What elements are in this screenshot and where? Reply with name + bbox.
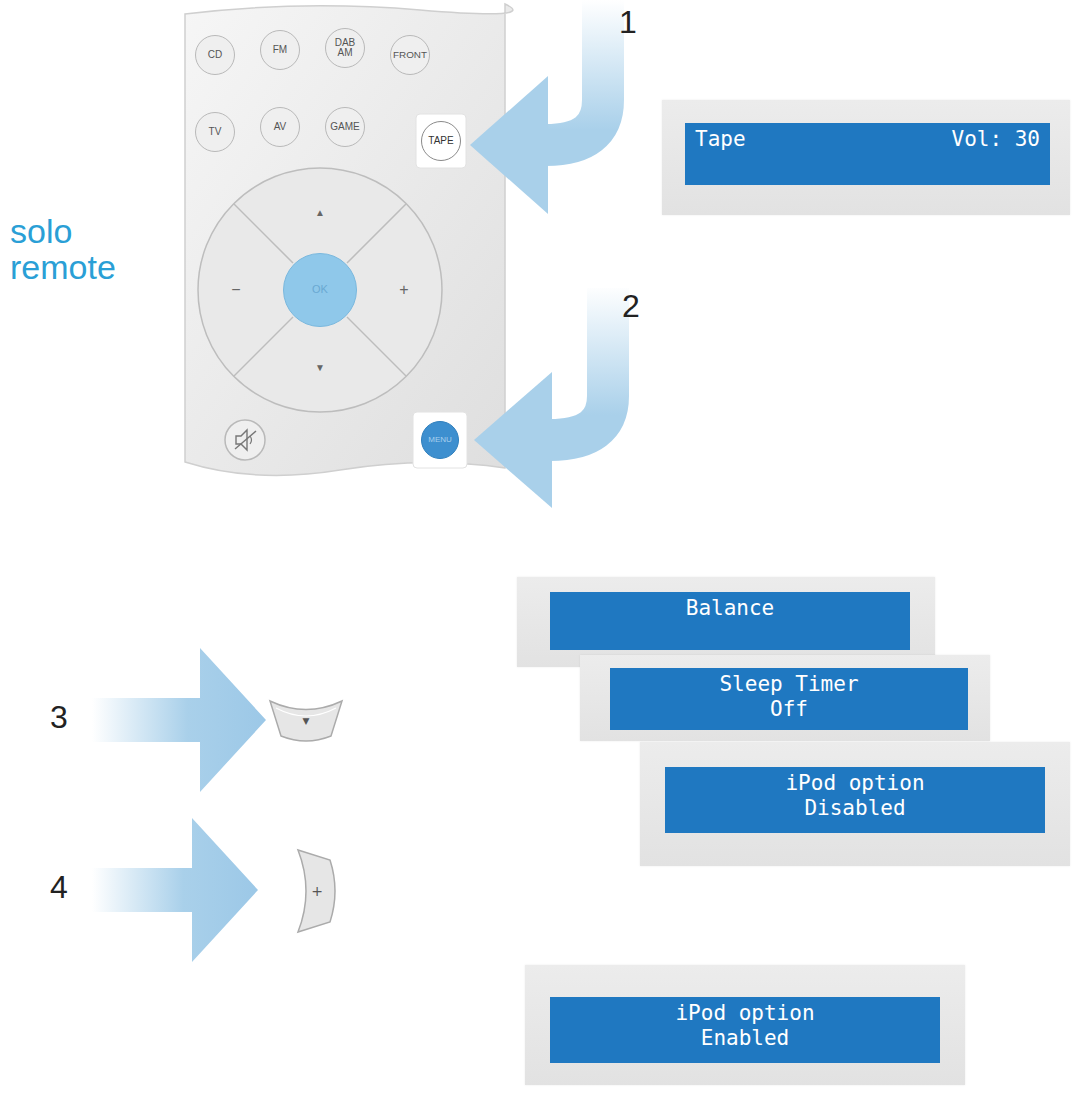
lcd-screen: iPod optionDisabled [665,767,1045,833]
lcd-screen: Tape Vol: 30 [685,123,1050,185]
key-shape [298,850,335,932]
button-label: AV [274,122,287,133]
display-text: Off [620,697,958,722]
source-button: GAME [325,107,365,147]
display-text: Disabled [675,796,1035,821]
product-name: solo remote [10,214,160,285]
button-label: CD [208,50,222,61]
callout-number: 1 [619,6,637,38]
lcd-screen: iPod optionEnabled [550,997,940,1063]
display-text: Enabled [560,1026,930,1051]
arrow-symbol: ▼ [315,363,325,373]
display-text: Balance [560,596,900,621]
source-button: DAB AM [325,28,365,68]
button-label: FRONT [393,50,427,60]
remote-body [185,4,513,475]
source-button: FRONT [390,35,430,75]
lcd-display: Tape Vol: 30 [662,100,1070,215]
button-label: OK [312,284,328,296]
plus-key: + [294,848,340,934]
display-text: Tape [695,127,746,181]
source-button: AV [260,107,300,147]
button-label: GAME [330,122,359,133]
callout-number: 4 [50,871,68,903]
button-label: MENU [428,436,452,444]
arrow-symbol: ▲ [315,208,325,218]
source-button: TAPE [421,121,461,161]
key-highlight [276,708,336,716]
source-button: FM [260,30,300,70]
source-button: CD [195,35,235,75]
callout-number: 3 [50,701,68,733]
plus-symbol: + [399,282,408,298]
display-text: Vol: 30 [951,127,1040,181]
display-text: iPod option [560,1001,930,1026]
button-label: + [311,883,323,899]
lcd-display: iPod optionDisabled [640,742,1070,866]
minus-symbol: − [231,282,240,298]
lcd-screen: Sleep TimerOff [610,668,968,730]
d-pad [198,168,442,412]
lcd-display: iPod optionEnabled [525,965,965,1085]
display-text: Sleep Timer [620,672,958,697]
callout-arrow [474,288,608,508]
down-key: ▼ [268,698,344,744]
button-label: FM [273,45,287,56]
button-label: TV [209,127,222,138]
lcd-screen: Balance [550,592,910,650]
display-text: iPod option [675,771,1035,796]
tape-highlight [416,114,466,168]
button-label: DAB AM [332,38,358,59]
callout-arrow [470,0,603,214]
button-label: ▼ [303,716,310,726]
callout-arrow [92,818,258,962]
menu-button: MENU [421,421,459,459]
lcd-display: Sleep TimerOff [580,655,990,741]
button-label: TAPE [428,136,453,147]
menu-highlight [413,412,467,468]
key-shape [270,701,342,741]
source-button: TV [195,112,235,152]
lcd-display: Balance [517,577,935,667]
ok-button: OK [283,253,357,327]
callout-number: 2 [622,290,640,322]
callout-arrow [92,648,266,792]
mute-button [225,420,265,460]
